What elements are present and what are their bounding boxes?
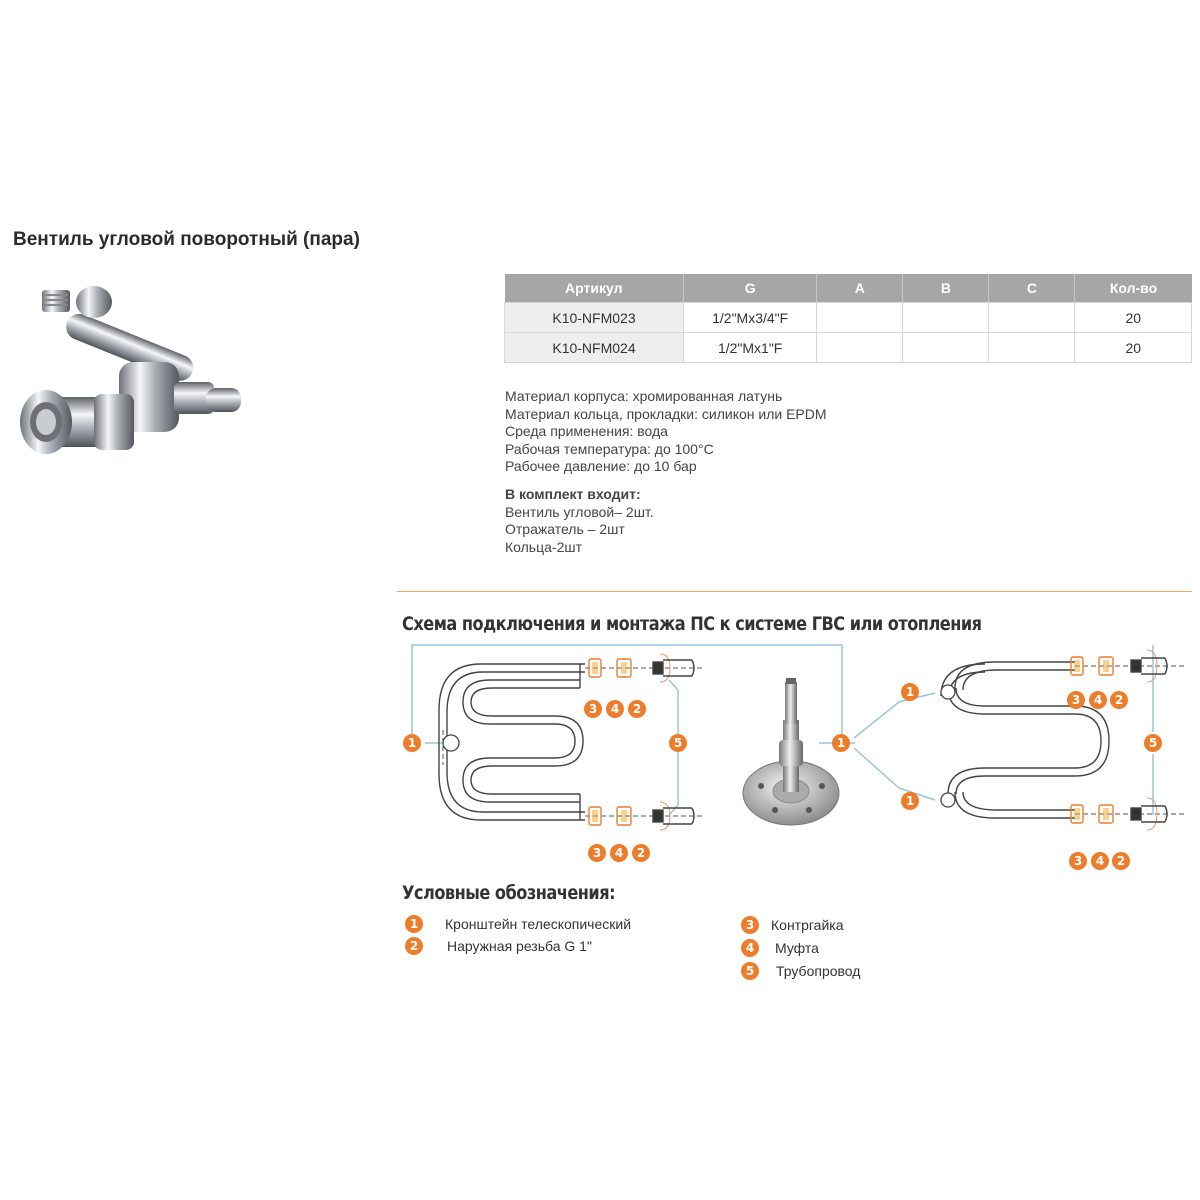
badge-1-right-bottom-icon: 1 <box>901 792 919 810</box>
badge-label: 1 <box>408 736 416 750</box>
badge-label: 4 <box>615 846 623 860</box>
badge-label: 1 <box>906 794 914 808</box>
spec-table: Артикул G A B C Кол-во K10-NFM023 1/2"Mx… <box>504 274 1192 363</box>
spec-line: Рабочее давление: до 10 бар <box>505 458 697 474</box>
legend-title: Условные обозначения: <box>402 882 616 904</box>
table-cell: 1/2"Mx1"F <box>682 332 818 363</box>
badge-label: 3 <box>589 702 597 716</box>
section-divider <box>397 591 1192 592</box>
badge-1-left-icon: 1 <box>403 734 421 752</box>
badge-3-right-top-icon: 3 4 2 <box>1067 691 1128 709</box>
legend-text: Наружная резьба G 1" <box>447 938 592 954</box>
legend-item: 4 Муфта <box>741 939 819 957</box>
kit-title: В комплект входит: <box>505 486 641 502</box>
badge-label: 2 <box>1115 693 1123 707</box>
legend-text: Трубопровод <box>776 963 861 979</box>
table-cell <box>816 332 904 363</box>
angle-valve-photo <box>20 286 241 454</box>
col-header: C <box>988 274 1076 303</box>
badge-label: 3 <box>593 846 601 860</box>
badge-1-right-top-icon: 1 <box>901 683 919 701</box>
table-cell: 20 <box>1074 332 1192 363</box>
table-row: K10-NFM023 1/2"Mx3/4"F 20 <box>504 302 1192 333</box>
number-2-icon: 2 <box>405 937 423 955</box>
legend-item: 2 Наружная резьба G 1" <box>405 937 592 955</box>
badge-3-left-top-icon: 3 4 2 <box>584 700 646 718</box>
col-header: Кол-во <box>1074 274 1192 303</box>
legend-item: 1 Кронштейн телескопический <box>405 915 631 933</box>
table-row: K10-NFM024 1/2"Mx1"F 20 <box>504 332 1192 363</box>
spec-line: Материал кольца, прокладки: силикон или … <box>505 405 827 422</box>
table-cell <box>902 302 990 333</box>
badge-label: 4 <box>1096 854 1104 868</box>
table-cell <box>816 302 904 333</box>
connection-diagram: 1 3 4 2 3 4 2 5 1 1 1 3 4 <box>403 644 1185 870</box>
col-header: A <box>816 274 904 303</box>
badge-label: 2 <box>637 846 645 860</box>
number-1-icon: 1 <box>405 915 423 933</box>
table-cell: 1/2"Mx3/4"F <box>682 302 818 333</box>
spec-list: Материал корпуса: хромированная латунь М… <box>505 388 827 476</box>
table-cell <box>902 332 990 363</box>
legend-text: Контргайка <box>771 917 844 933</box>
product-title: Вентиль угловой поворотный (пара) <box>13 229 360 250</box>
badge-label: 3 <box>1072 693 1080 707</box>
badge-label: 5 <box>1149 736 1157 750</box>
spec-line: Среда применения: вода <box>505 423 668 439</box>
table-cell: K10-NFM023 <box>504 302 684 333</box>
table-cell <box>988 302 1076 333</box>
badge-label: 2 <box>1117 854 1125 868</box>
spec-line: Материал корпуса: хромированная латунь <box>505 388 783 404</box>
legend-text: Кронштейн телескопический <box>445 916 632 932</box>
badge-1-center-icon: 1 <box>832 734 850 752</box>
badge-label: 3 <box>1074 854 1082 868</box>
kit-contents: В комплект входит: Вентиль угловой– 2шт.… <box>505 486 654 556</box>
number-3-icon: 3 <box>741 916 759 934</box>
badge-label: 4 <box>611 702 619 716</box>
table-cell: K10-NFM024 <box>504 332 684 363</box>
table-header-row: Артикул G A B C Кол-во <box>504 274 1192 303</box>
badge-label: 5 <box>674 736 682 750</box>
col-header: G <box>683 274 818 303</box>
spec-line: Рабочая температура: до 100°С <box>505 440 714 457</box>
badge-label: 2 <box>633 702 641 716</box>
table-cell: 20 <box>1074 302 1192 333</box>
table-cell <box>988 332 1076 363</box>
kit-item: Отражатель – 2шт <box>505 521 625 537</box>
kit-item: Кольца-2шт <box>505 538 582 555</box>
badge-label: 1 <box>906 685 914 699</box>
scheme-title: Схема подключения и монтажа ПС к системе… <box>402 613 982 635</box>
number-5-icon: 5 <box>741 962 759 980</box>
col-header: Артикул <box>504 274 684 303</box>
col-header: B <box>902 274 990 303</box>
legend-item: 5 Трубопровод <box>741 962 860 980</box>
kit-item: Вентиль угловой– 2шт. <box>505 503 654 520</box>
badge-3-right-bottom-icon: 3 4 2 <box>1069 852 1130 870</box>
badge-5-left-icon: 5 <box>669 734 687 752</box>
legend-item: 3 Контргайка <box>741 916 844 934</box>
legend-text: Муфта <box>775 940 819 956</box>
badge-5-right-icon: 5 <box>1144 734 1162 752</box>
number-4-icon: 4 <box>741 939 759 957</box>
badge-3-left-bottom-icon: 3 4 2 <box>588 844 650 862</box>
badge-label: 1 <box>837 736 845 750</box>
badge-label: 4 <box>1094 693 1102 707</box>
